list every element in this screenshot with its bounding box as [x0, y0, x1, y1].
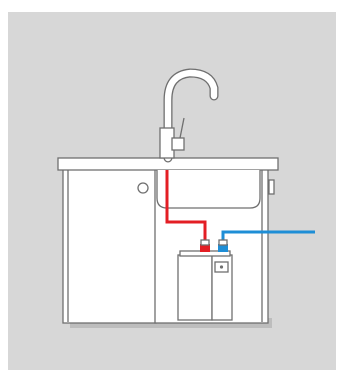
faucet-handle [171, 137, 185, 151]
heater-body-left [177, 254, 213, 321]
hot-water-pipe [165, 170, 207, 246]
cold-connector-nut [218, 239, 228, 246]
hot-connector [200, 244, 210, 252]
heater-indicator [219, 265, 224, 269]
faucet-spout-outline [164, 69, 218, 162]
faucet [159, 68, 219, 163]
sink-basin [156, 170, 261, 209]
door-hinge [268, 179, 275, 195]
cabinet-side-panel [62, 167, 157, 324]
hot-connector-nut [200, 239, 210, 246]
cabinet-hole [137, 182, 149, 194]
cold-connector [218, 244, 228, 252]
water-heater [177, 239, 233, 321]
faucet-lever [179, 117, 185, 139]
